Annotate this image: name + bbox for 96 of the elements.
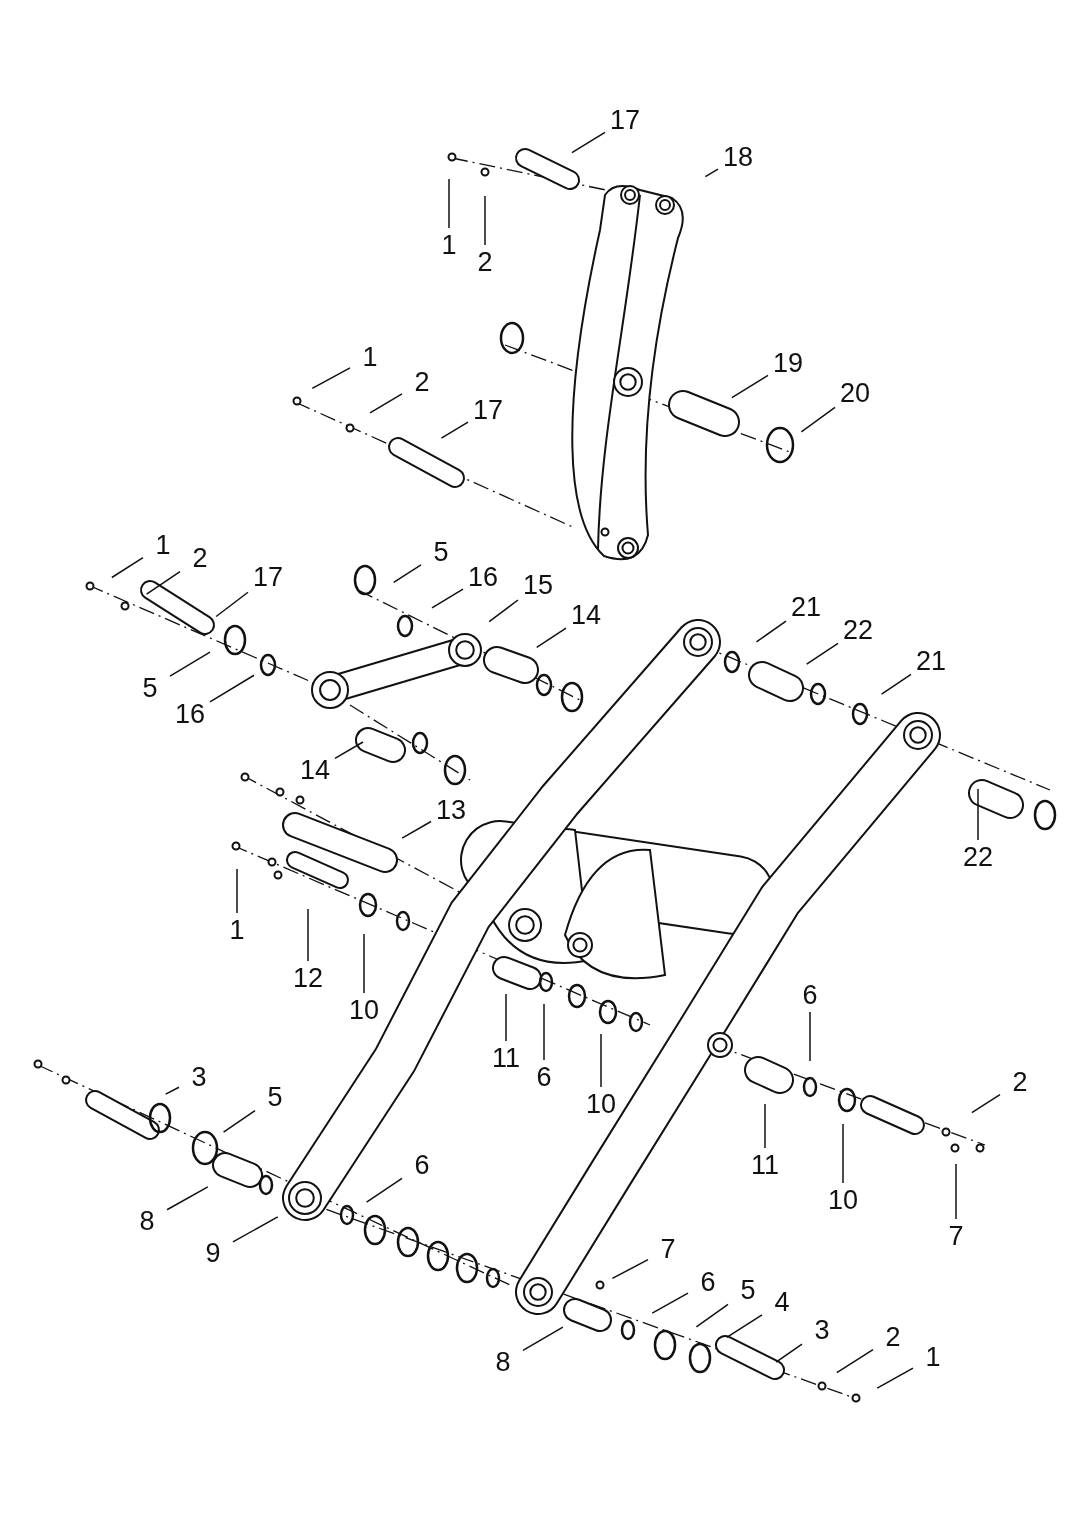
leader-line	[704, 168, 719, 178]
callout-number: 7	[939, 1222, 973, 1250]
callout-number: 2	[876, 1323, 910, 1351]
callout-number: 3	[805, 1316, 839, 1344]
callout-number: 12	[291, 964, 325, 992]
callout-number: 7	[651, 1235, 685, 1263]
callout-number: 19	[771, 349, 805, 377]
leader-line	[522, 1326, 564, 1352]
callout-number: 13	[434, 796, 468, 824]
leader-line	[236, 868, 238, 914]
callout-number: 5	[731, 1276, 765, 1304]
leader-line	[365, 1177, 403, 1203]
leader-line	[731, 374, 769, 399]
leader-line	[369, 393, 403, 414]
callout-number: 1	[432, 231, 466, 259]
leader-line	[166, 1186, 209, 1211]
callout-number: 10	[584, 1090, 618, 1118]
callout-number: 2	[405, 368, 439, 396]
leader-line	[726, 1314, 763, 1339]
callout-number: 5	[133, 674, 167, 702]
callout-number: 6	[691, 1268, 725, 1296]
callout-number: 5	[424, 538, 458, 566]
callout-number: 16	[173, 700, 207, 728]
callout-number: 14	[569, 601, 603, 629]
callout-number: 1	[353, 343, 387, 371]
callout-number: 2	[1003, 1068, 1037, 1096]
callout-number: 8	[130, 1207, 164, 1235]
leader-line	[535, 627, 567, 649]
leader-line	[111, 556, 144, 579]
leader-line	[401, 820, 432, 839]
leader-line	[215, 591, 249, 618]
callout-number: 6	[793, 981, 827, 1009]
leader-line	[311, 367, 351, 390]
leader-line	[222, 1109, 256, 1133]
callout-number: 20	[838, 379, 872, 407]
leader-line	[876, 1367, 914, 1389]
callout-number: 4	[765, 1288, 799, 1316]
leader-line	[392, 564, 422, 584]
leader-line	[232, 1216, 279, 1243]
callout-number: 5	[258, 1083, 292, 1111]
callout-number: 16	[466, 563, 500, 591]
callout-number: 8	[486, 1348, 520, 1376]
callout-number: 17	[251, 563, 285, 591]
leader-line	[755, 620, 787, 643]
callout-number: 1	[220, 916, 254, 944]
leader-line	[307, 908, 309, 962]
leader-line	[145, 570, 181, 595]
leader-line	[880, 673, 912, 695]
leader-line	[488, 599, 519, 623]
leader-line	[764, 1103, 766, 1149]
callout-number: 11	[489, 1044, 523, 1072]
leader-line	[543, 1003, 545, 1061]
leader-line	[334, 741, 364, 760]
callout-number: 1	[146, 531, 180, 559]
callout-number: 10	[347, 996, 381, 1024]
leader-line	[836, 1348, 874, 1374]
callout-number: 6	[405, 1151, 439, 1179]
callout-number: 10	[826, 1186, 860, 1214]
callout-number: 2	[468, 248, 502, 276]
callout-number: 2	[183, 544, 217, 572]
callout-number: 11	[748, 1151, 782, 1179]
leader-line	[505, 993, 507, 1042]
leader-line	[448, 178, 450, 229]
leader-line	[600, 1033, 602, 1088]
leader-line	[842, 1123, 844, 1184]
leader-line	[800, 406, 836, 433]
leader-line	[775, 1343, 803, 1363]
callout-number: 9	[196, 1239, 230, 1267]
leader-line	[695, 1303, 729, 1328]
leader-line	[209, 674, 255, 703]
leader-line	[571, 131, 606, 154]
leader-line	[484, 195, 486, 246]
callout-number: 21	[914, 647, 948, 675]
leader-line	[363, 933, 365, 994]
leader-line	[977, 788, 979, 841]
callout-number: 3	[182, 1063, 216, 1091]
leader-line	[440, 421, 469, 439]
leader-line	[611, 1258, 649, 1280]
callout-number: 14	[298, 756, 332, 784]
callout-number: 22	[841, 616, 875, 644]
leader-line	[809, 1011, 811, 1062]
leader-line	[169, 651, 211, 677]
leader-line	[164, 1086, 180, 1095]
leader-line	[971, 1093, 1001, 1114]
leader-line	[805, 642, 839, 665]
callout-number: 22	[961, 843, 995, 871]
callout-number: 15	[521, 571, 555, 599]
leader-line	[955, 1163, 957, 1220]
callout-number: 17	[608, 106, 642, 134]
callout-number: 17	[471, 396, 505, 424]
callout-number: 18	[721, 143, 755, 171]
leader-line	[651, 1292, 689, 1314]
leader-line	[431, 588, 464, 609]
callout-number: 1	[916, 1343, 950, 1371]
callout-number: 6	[527, 1063, 561, 1091]
callout-number: 21	[789, 593, 823, 621]
